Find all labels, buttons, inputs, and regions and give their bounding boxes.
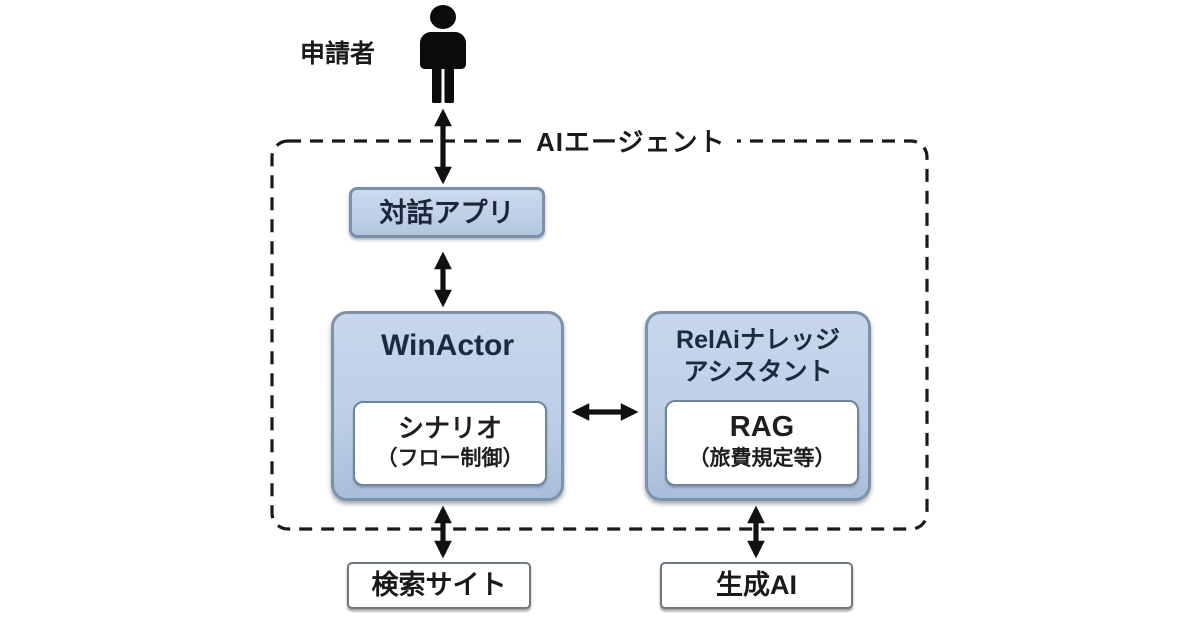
node-winactor: WinActor シナリオ （フロー制御） [331,311,564,501]
agent-group-label: AIエージェント [524,122,738,159]
node-generative-ai: 生成AI [660,562,853,609]
winactor-title: WinActor [380,329,515,362]
relai-title-line1: RelAiナレッジ [676,326,840,354]
rag-label: RAG [729,411,795,443]
applicant-label: 申請者 [300,40,376,68]
node-rag: RAG （旅費規定等） [665,400,859,486]
relai-title-line2: アシスタント [683,358,833,386]
node-dialog-app: 対話アプリ [349,187,545,238]
node-search-site: 検索サイト [347,562,531,609]
scenario-label: シナリオ [397,413,502,443]
node-scenario: シナリオ （フロー制御） [353,401,547,486]
person-icon [420,5,466,103]
scenario-sublabel: （フロー制御） [376,447,524,470]
rag-sublabel: （旅費規定等） [688,447,836,470]
node-relai-knowledge-assistant: RelAiナレッジ アシスタント RAG （旅費規定等） [645,311,871,501]
